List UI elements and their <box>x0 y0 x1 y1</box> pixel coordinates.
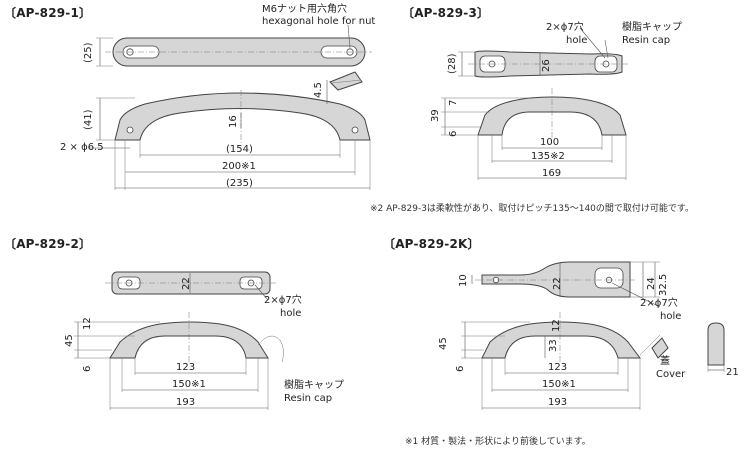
ap8292k-footnote: ※1 材質・製法・形状により前後しています。 <box>405 437 591 447</box>
ap8292k-dim-right2: 32.5 <box>658 273 669 296</box>
ap8292-front-view <box>74 312 284 410</box>
ap8292k-callout-hole-jp: 2×ϕ7穴 <box>640 298 678 309</box>
ap8291-top-view <box>105 24 372 67</box>
ap8293-callout-hole-jp: 2×ϕ7穴 <box>546 22 584 33</box>
ap8293-dim-grip: 26 <box>541 59 552 72</box>
ap8292k-dim-grip: 22 <box>552 277 563 290</box>
ap8291-dim-inner: (154) <box>226 144 253 155</box>
ap8292-dim-grip: 22 <box>181 277 192 290</box>
ap8293-front-view <box>441 88 627 180</box>
ap8291-dim-top: 4.5 <box>313 82 324 98</box>
ap8292-top-view <box>105 271 278 301</box>
ap8293-dim-width: (28) <box>447 53 458 74</box>
ap8292-callout-cap-jp: 樹脂キャップ <box>284 380 344 391</box>
ap8292k-dim-inner: 123 <box>548 362 568 373</box>
ap8291-front-view <box>88 80 371 190</box>
ap8292-dim-total: 193 <box>176 397 196 408</box>
section-title-ap8293: 〔AP-829-3〕 <box>402 6 490 20</box>
ap8291-callout-jp: M6ナット用六角穴 <box>262 4 347 15</box>
ap8291-dim-hole: 2 × ϕ6.5 <box>60 142 104 153</box>
ap8292k-callout-hole-en: hole <box>660 311 682 322</box>
ap8292-dim-inner: 123 <box>176 362 196 373</box>
ap8292-dim-height: 45 <box>64 334 75 347</box>
ap8292-dim-top: 12 <box>82 317 93 330</box>
ap8293-dim-height: 39 <box>430 109 441 122</box>
ap8292k-callout-cover-jp: 蓋 <box>660 356 670 367</box>
section-title-ap8292: 〔AP-829-2〕 <box>4 237 92 251</box>
ap8292-callout-cap-en: Resin cap <box>284 393 333 404</box>
ap8292k-dim-bottom: 6 <box>455 365 466 372</box>
ap8292k-dim-top: 12 <box>551 319 562 332</box>
ap8292-dim-bottom: 6 <box>82 365 93 372</box>
ap8292-callout-hole-jp: 2×ϕ7穴 <box>264 295 302 306</box>
ap8293-footnote: ※2 AP-829-3は柔軟性があり、取付けピッチ135～140の間で取付け可能… <box>370 204 695 214</box>
ap8293-dim-inner: 100 <box>540 137 560 148</box>
ap8292k-dim-right1: 24 <box>646 277 657 290</box>
ap8292k-dim-pitch: 150※1 <box>542 379 576 390</box>
ap8291-side-callout <box>329 71 363 91</box>
ap8292-dim-pitch: 150※1 <box>172 379 206 390</box>
ap8291-dim-lines <box>96 37 113 67</box>
ap8293-dim-pitch: 135※2 <box>531 151 565 162</box>
section-title-ap8291: 〔AP-829-1〕 <box>4 6 92 20</box>
ap8291-dim-height: (41) <box>83 109 94 130</box>
ap8292k-callout-cover-en: Cover <box>656 369 686 380</box>
ap8292k-dim-left: 10 <box>458 274 469 287</box>
ap8291-dim-pitch: 200※1 <box>222 161 256 172</box>
ap8291-dim-width: (25) <box>83 42 94 63</box>
section-title-ap8292k: 〔AP-829-2K〕 <box>383 237 480 251</box>
ap8293-callout-hole-en: hole <box>566 35 588 46</box>
ap8293-callout-cap-en: Resin cap <box>622 35 671 46</box>
ap8291-callout-en: hexagonal hole for nut <box>262 16 376 27</box>
ap8292k-dim-height: 45 <box>438 337 449 350</box>
ap8293-top-view <box>458 27 628 78</box>
ap8293-dim-h2: 6 <box>448 130 459 137</box>
ap8292k-dim-mid: 33 <box>548 339 559 352</box>
ap8292k-dim-cover: 21 <box>726 367 739 378</box>
ap8292k-top-view <box>471 261 661 308</box>
ap8292k-front-view <box>461 312 669 410</box>
ap8293-dim-total: 169 <box>542 168 562 179</box>
ap8292-callout-hole-en: hole <box>280 308 302 319</box>
ap8293-callout-cap-jp: 樹脂キャップ <box>622 22 682 33</box>
ap8292k-dim-total: 193 <box>548 397 568 408</box>
ap8291-dim-grip: 16 <box>228 115 239 128</box>
ap8291-dim-total: (235) <box>226 178 253 189</box>
ap8292k-cover-part <box>707 322 725 372</box>
ap8293-dim-h1: 7 <box>448 99 459 106</box>
